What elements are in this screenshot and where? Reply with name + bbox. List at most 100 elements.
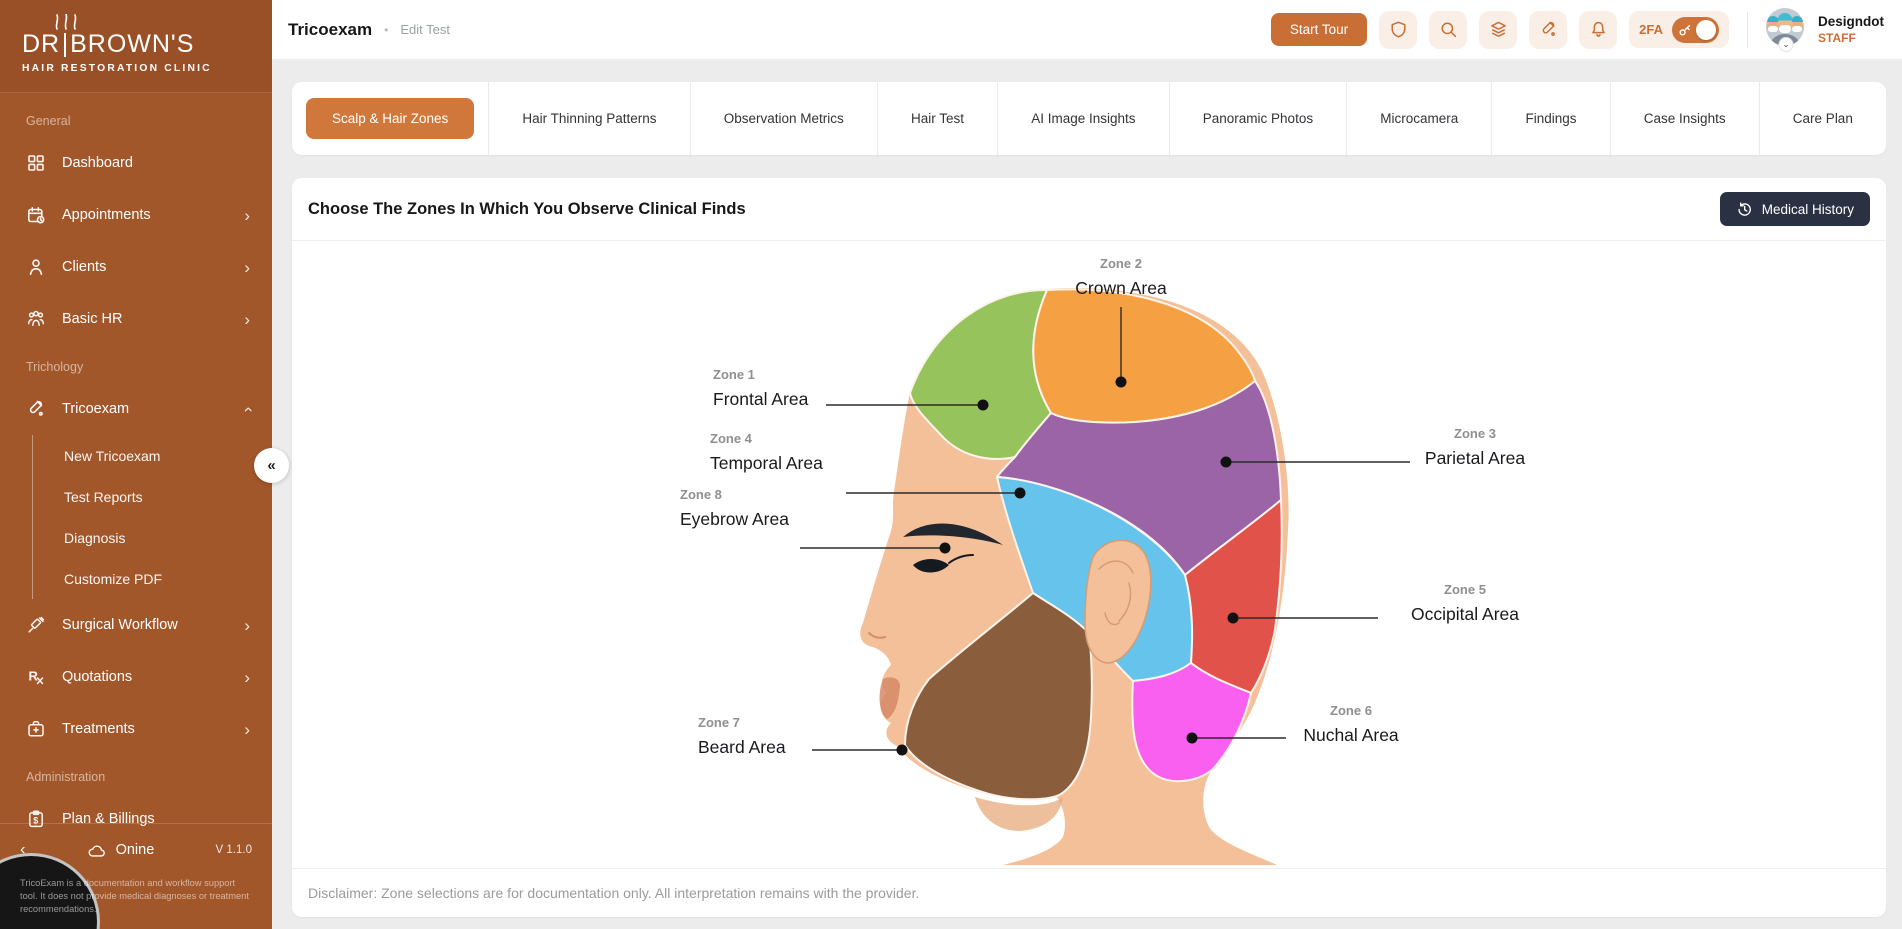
sidebar-item-label: Appointments: [62, 207, 151, 223]
sidebar-item-treatments[interactable]: Treatments ›: [0, 703, 272, 755]
subitem-label: Test Reports: [64, 488, 143, 505]
medical-history-label: Medical History: [1761, 201, 1854, 217]
team-icon: [27, 310, 45, 326]
subitem-label: Customize PDF: [64, 570, 163, 587]
medical-history-button[interactable]: Medical History: [1719, 192, 1870, 226]
lips: [879, 677, 900, 719]
zone-tag: Zone 1: [713, 367, 755, 382]
tab-panoramic-photos[interactable]: Panoramic Photos: [1168, 82, 1347, 155]
scalp-zone-diagram: Zone 1 Frontal Area Zone 2 Crown Area Zo…: [292, 241, 1886, 868]
key-icon: [1679, 24, 1691, 36]
cloud-icon: [88, 845, 105, 858]
chevron-right-icon: ›: [244, 719, 250, 739]
sidebar-collapse-button[interactable]: «: [254, 448, 289, 483]
twofa-label: 2FA: [1639, 22, 1663, 37]
layers-button[interactable]: [1479, 10, 1518, 49]
svg-text:$: $: [33, 816, 38, 826]
sidebar-item-plan-billings[interactable]: $ Plan & Billings: [0, 793, 272, 845]
connection-status: Onine: [87, 842, 155, 859]
rx-icon: R: [29, 669, 44, 685]
chevron-right-icon: ›: [244, 309, 250, 329]
twofa-toggle[interactable]: [1672, 16, 1719, 43]
zone-label-eyebrow: Zone 8 Eyebrow Area: [680, 487, 880, 530]
zones-card: Choose The Zones In Which You Observe Cl…: [292, 178, 1886, 917]
user-name: Designdot: [1818, 14, 1884, 29]
eye: [913, 559, 949, 573]
sidebar: DR BROWN'S HAIR RESTORATION CLINIC Gener…: [0, 0, 272, 929]
topbar: Tricoexam • Edit Test Start Tour 2FA: [272, 0, 1902, 59]
ear: [1084, 539, 1152, 664]
sidebar-item-basic-hr[interactable]: Basic HR ›: [0, 293, 272, 345]
notifications-button[interactable]: [1579, 10, 1618, 49]
diagram-disclaimer: Disclaimer: Zone selections are for docu…: [292, 868, 1886, 917]
tab-scalp-hair-zones[interactable]: Scalp & Hair Zones: [292, 82, 488, 155]
zone-name: Crown Area: [1075, 278, 1167, 298]
zone-leader-dots: [896, 376, 1239, 756]
sidebar-item-surgical-workflow[interactable]: Surgical Workflow ›: [0, 599, 272, 651]
zone-label-parietal: Zone 3 Parietal Area: [1375, 426, 1575, 469]
chevron-right-icon: ›: [244, 667, 250, 687]
sidebar-disclaimer: TricoExam is a documentation and workflo…: [20, 877, 249, 914]
zone-tag: Zone 7: [698, 715, 740, 730]
twofa-control: 2FA: [1629, 11, 1729, 48]
zone-name: Temporal Area: [710, 453, 823, 473]
sidebar-item-clients[interactable]: Clients ›: [0, 241, 272, 293]
sidebar-item-label: Tricoexam: [62, 401, 130, 417]
main-area: Scalp & Hair Zones Hair Thinning Pattern…: [272, 59, 1902, 929]
active-tab-pill: Scalp & Hair Zones: [306, 98, 475, 139]
zone-tag: Zone 5: [1444, 582, 1486, 597]
sidebar-item-label: Basic HR: [62, 311, 123, 327]
tab-care-plan[interactable]: Care Plan: [1758, 82, 1886, 155]
sidebar-subitem-new-tricoexam[interactable]: New Tricoexam: [33, 435, 272, 476]
clinic-logo: DR BROWN'S HAIR RESTORATION CLINIC: [0, 0, 272, 93]
tab-observation-metrics[interactable]: Observation Metrics: [689, 82, 877, 155]
syringe-icon: [28, 616, 45, 633]
subitem-label: Diagnosis: [64, 529, 126, 546]
sidebar-item-label: Plan & Billings: [62, 811, 155, 827]
shield-button[interactable]: [1379, 10, 1418, 49]
tab-hair-test[interactable]: Hair Test: [876, 82, 997, 155]
sidebar-subitem-test-reports[interactable]: Test Reports: [33, 476, 272, 517]
chevron-right-icon: ›: [244, 205, 250, 225]
tricoexam-quick-button[interactable]: [1529, 10, 1568, 49]
user-role-badge: STAFF: [1818, 31, 1856, 45]
section-label-general: General: [26, 114, 71, 128]
app-version: V 1.1.0: [215, 844, 252, 857]
calendar-icon: [27, 207, 45, 224]
zone-tag: Zone 3: [1454, 426, 1496, 441]
page-title: Tricoexam: [288, 19, 373, 39]
chevron-down-icon: ⌄: [1778, 36, 1794, 52]
section-label-administration: Administration: [26, 770, 106, 784]
start-tour-button[interactable]: Start Tour: [1270, 13, 1368, 46]
tab-hair-thinning-patterns[interactable]: Hair Thinning Patterns: [488, 82, 689, 155]
head-zones-illustration: [800, 287, 1410, 865]
sidebar-back-chevron[interactable]: ›: [20, 842, 26, 860]
search-button[interactable]: [1429, 10, 1468, 49]
zone-region-nuchal[interactable]: [1131, 662, 1252, 783]
hair-follicle-icon: [55, 14, 77, 30]
zone-label-crown: Zone 2 Crown Area: [1021, 256, 1221, 299]
sidebar-item-appointments[interactable]: Appointments ›: [0, 189, 272, 241]
test-tube-icon: [29, 400, 43, 416]
tab-case-insights[interactable]: Case Insights: [1609, 82, 1759, 155]
sidebar-subitem-diagnosis[interactable]: Diagnosis: [33, 517, 272, 558]
tab-ai-image-insights[interactable]: AI Image Insights: [997, 82, 1169, 155]
chevron-right-icon: ›: [244, 615, 250, 635]
sidebar-item-label: Dashboard: [62, 155, 133, 171]
chevron-right-icon: ›: [244, 257, 250, 277]
sidebar-item-dashboard[interactable]: Dashboard: [0, 137, 272, 189]
tab-microcamera[interactable]: Microcamera: [1346, 82, 1491, 155]
eyelash: [948, 554, 974, 564]
zone-tag: Zone 2: [1100, 256, 1142, 271]
user-menu[interactable]: ⌄: [1766, 7, 1806, 52]
neck-shadow: [975, 797, 1063, 831]
status-label: Onine: [115, 842, 155, 859]
tab-findings[interactable]: Findings: [1491, 82, 1609, 155]
sidebar-item-quotations[interactable]: R Quotations ›: [0, 651, 272, 703]
eyebrow: [903, 523, 1003, 545]
sidebar-item-tricoexam[interactable]: Tricoexam ›: [0, 383, 272, 435]
sidebar-subitem-customize-pdf[interactable]: Customize PDF: [33, 558, 272, 599]
zone-label-frontal: Zone 1 Frontal Area: [713, 367, 913, 410]
logo-tagline: HAIR RESTORATION CLINIC: [22, 63, 212, 74]
zone-leader-lines: [800, 307, 1410, 751]
